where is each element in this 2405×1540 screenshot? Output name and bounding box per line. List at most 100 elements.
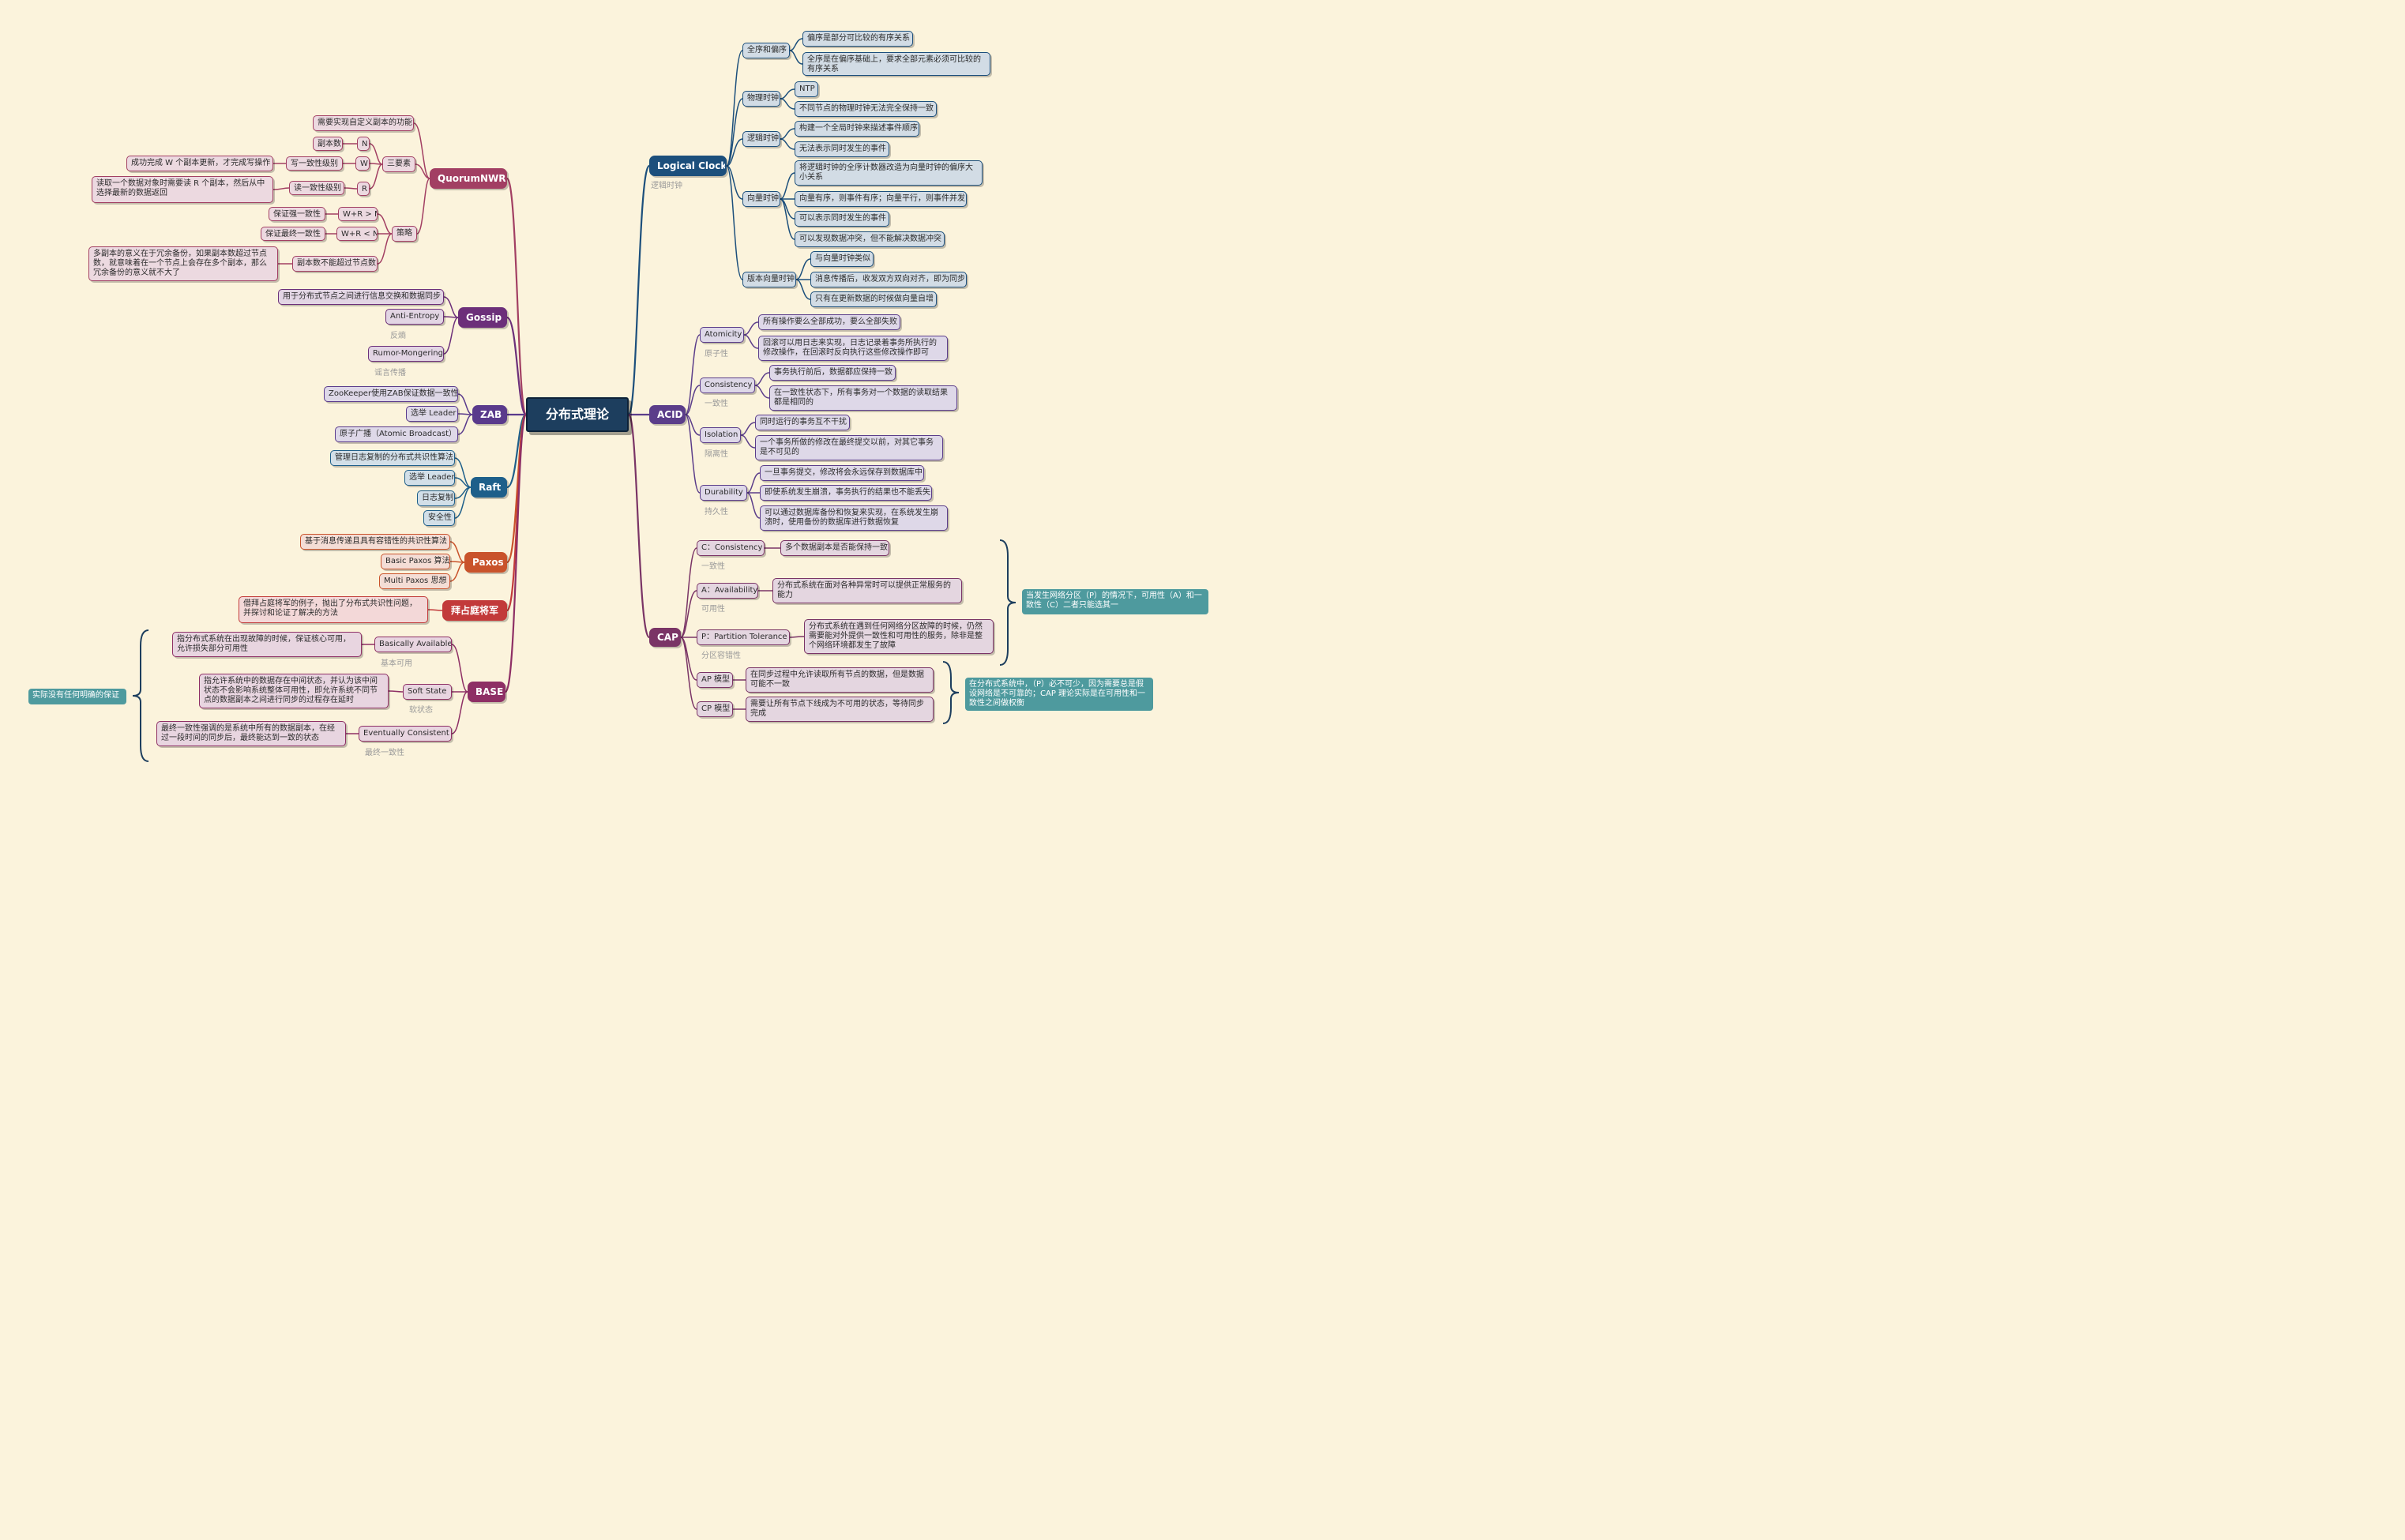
node-ac-3a[interactable]: 同时运行的事务互不干扰 (755, 415, 850, 430)
node-base-2a[interactable]: 指允许系统中的数据存在中间状态，并认为该中间状态不会影响系统整体可用性，即允许系… (199, 674, 389, 708)
node-center[interactable]: 分布式理论 (526, 397, 629, 432)
node-lc-note[interactable]: 逻辑时钟 (651, 182, 682, 190)
node-base-2n[interactable]: 软状态 (409, 706, 433, 715)
node-px-2[interactable]: Basic Paxos 算法 (381, 554, 450, 569)
node-lc-3[interactable]: 逻辑时钟 (742, 131, 780, 147)
node-cap-4a[interactable]: 在同步过程中允许读取所有节点的数据，但是数据可能不一致 (746, 667, 934, 693)
node-zab-1[interactable]: ZooKeeper使用ZAB保证数据一致性 (324, 386, 458, 402)
node-cap-sum2[interactable]: 在分布式系统中，（P）必不可少，因为需要总是假设网络是不可靠的；CAP 理论实际… (965, 678, 1153, 711)
node-lc-4[interactable]: 向量时钟 (742, 191, 780, 207)
node-ac-2n[interactable]: 一致性 (705, 400, 728, 408)
node-qn-2[interactable]: 三要素 (382, 156, 415, 172)
node-lc-3a[interactable]: 构建一个全局时钟来描述事件顺序 (795, 121, 919, 137)
node-base[interactable]: BASE (468, 682, 505, 702)
node-cap-2a[interactable]: 分布式系统在面对各种异常时可以提供正常服务的能力 (772, 578, 962, 603)
node-lc-4b[interactable]: 向量有序，则事件有序；向量平行，则事件并发 (795, 191, 967, 207)
node-gs[interactable]: Gossip (458, 307, 507, 328)
node-qn-3c[interactable]: 副本数不能超过节点数 (292, 256, 378, 272)
node-qn-2Na[interactable]: 副本数 (313, 137, 343, 151)
node-px-1[interactable]: 基于消息传递且具有容错性的共识性算法 (300, 534, 450, 550)
node-cap-2n[interactable]: 可用性 (701, 605, 725, 614)
node-bz[interactable]: 拜占庭将军 (442, 600, 507, 621)
node-px[interactable]: Paxos (464, 552, 507, 573)
node-cap-1[interactable]: C：Consistency (697, 540, 765, 556)
node-gs-2n[interactable]: 反熵 (390, 332, 406, 340)
node-ac-4c[interactable]: 可以通过数据库备份和恢复来实现，在系统发生崩溃时，使用备份的数据库进行数据恢复 (760, 505, 948, 531)
node-lc-1[interactable]: 全序和偏序 (742, 43, 790, 58)
node-raft-2[interactable]: 选举 Leader (404, 470, 455, 486)
node-raft-4[interactable]: 安全性 (423, 510, 455, 526)
node-qn-3a1[interactable]: 保证强一致性 (269, 207, 325, 221)
node-qn-1[interactable]: 需要实现自定义副本的功能 (313, 115, 414, 131)
node-lc-5a[interactable]: 与向量时钟类似 (810, 251, 874, 267)
node-cap-4[interactable]: AP 模型 (697, 672, 733, 688)
node-gs-3n[interactable]: 谣言传播 (374, 369, 406, 377)
node-cap-1a[interactable]: 多个数据副本是否能保持一致 (780, 540, 889, 556)
node-base-1a[interactable]: 指分布式系统在出现故障的时候，保证核心可用，允许损失部分可用性 (172, 632, 362, 657)
node-lc-4c[interactable]: 可以表示同时发生的事件 (795, 211, 889, 227)
node-gs-1[interactable]: 用于分布式节点之间进行信息交换和数据同步 (278, 289, 444, 305)
node-cap[interactable]: CAP (649, 628, 681, 647)
node-ac-3n[interactable]: 隔离性 (705, 450, 728, 459)
node-ac-1n[interactable]: 原子性 (705, 350, 728, 359)
node-qn-3c1[interactable]: 多副本的意义在于冗余备份，如果副本数超过节点数，就意味着在一个节点上会存在多个副… (88, 246, 278, 281)
node-lc-5b[interactable]: 消息传播后，收发双方双向对齐，即为同步 (810, 272, 967, 287)
node-qn-2Wb[interactable]: 成功完成 W 个副本更新，才完成写操作 (126, 156, 273, 171)
node-zab[interactable]: ZAB (472, 405, 507, 424)
node-lc-2a[interactable]: NTP (795, 81, 818, 97)
node-acid[interactable]: ACID (649, 405, 686, 424)
node-base-1[interactable]: Basically Available (374, 637, 452, 652)
node-qn-3b1[interactable]: 保证最终一致性 (261, 227, 325, 241)
node-ac-4a[interactable]: 一旦事务提交，修改将会永远保存到数据库中 (760, 465, 924, 481)
node-lc-3b[interactable]: 无法表示同时发生的事件 (795, 141, 889, 157)
node-ac-2b[interactable]: 在一致性状态下，所有事务对一个数据的读取结果都是相同的 (769, 385, 957, 411)
node-cap-1n[interactable]: 一致性 (701, 562, 725, 571)
node-lc-5[interactable]: 版本向量时钟 (742, 272, 796, 287)
node-cap-3n[interactable]: 分区容错性 (701, 652, 741, 660)
node-lc-1b[interactable]: 全序是在偏序基础上，要求全部元素必须可比较的有序关系 (802, 52, 990, 76)
node-qn-2W[interactable]: W (355, 156, 370, 171)
node-base-3a[interactable]: 最终一致性强调的是系统中所有的数据副本，在经过一段时间的同步后，最终能达到一致的… (156, 721, 346, 746)
node-raft-3[interactable]: 日志复制 (417, 490, 455, 506)
node-qn-2Rb[interactable]: 读取一个数据对象时需要读 R 个副本，然后从中选择最新的数据返回 (92, 176, 273, 203)
node-raft-1[interactable]: 管理日志复制的分布式共识性算法 (330, 450, 455, 466)
node-base-1n[interactable]: 基本可用 (381, 659, 412, 668)
node-lc-4d[interactable]: 可以发现数据冲突，但不能解决数据冲突 (795, 231, 945, 247)
node-qn-2R[interactable]: R (357, 182, 370, 196)
node-cap-5[interactable]: CP 模型 (697, 701, 733, 717)
node-lc-2b[interactable]: 不同节点的物理时钟无法完全保持一致 (795, 101, 937, 117)
node-lc[interactable]: Logical Clock (649, 156, 727, 176)
node-qn-2N[interactable]: N (357, 137, 370, 151)
node-lc-5c[interactable]: 只有在更新数据的时候做向量自增 (810, 291, 937, 307)
node-gs-3[interactable]: Rumor-Mongering (368, 346, 444, 362)
node-cap-sum1[interactable]: 当发生网络分区（P）的情况下，可用性（A）和一致性（C）二者只能选其一 (1022, 589, 1208, 614)
node-cap-3a[interactable]: 分布式系统在遇到任何网络分区故障的时候，仍然需要能对外提供一致性和可用性的服务，… (804, 619, 994, 654)
node-base-sum[interactable]: 实际没有任何明确的保证 (28, 689, 126, 704)
node-ac-1[interactable]: Atomicity (700, 327, 744, 343)
node-ac-1a[interactable]: 所有操作要么全部成功，要么全部失败 (758, 314, 900, 330)
node-cap-3[interactable]: P：Partition Tolerance (697, 629, 790, 645)
node-qn-3b[interactable]: W+R < N (336, 227, 378, 241)
node-ac-2[interactable]: Consistency (700, 377, 755, 393)
node-ac-4n[interactable]: 持久性 (705, 508, 728, 516)
node-ac-3b[interactable]: 一个事务所做的修改在最终提交以前，对其它事务是不可见的 (755, 435, 943, 460)
node-lc-1a[interactable]: 偏序是部分可比较的有序关系 (802, 31, 913, 47)
node-lc-2[interactable]: 物理时钟 (742, 91, 780, 107)
node-ac-3[interactable]: Isolation (700, 427, 741, 443)
node-base-3n[interactable]: 最终一致性 (365, 749, 404, 757)
node-base-2[interactable]: Soft State (403, 684, 452, 700)
node-ac-4b[interactable]: 即使系统发生崩溃，事务执行的结果也不能丢失 (760, 485, 932, 501)
node-px-3[interactable]: Multi Paxos 思想 (379, 573, 450, 589)
node-cap-2[interactable]: A：Availability (697, 583, 758, 599)
node-qn-3a[interactable]: W+R > N (338, 207, 378, 221)
node-lc-4a[interactable]: 将逻辑时钟的全序计数器改造为向量时钟的偏序大小关系 (795, 160, 983, 186)
node-zab-3[interactable]: 原子广播（Atomic Broadcast） (335, 426, 458, 442)
node-base-3[interactable]: Eventually Consistent (359, 726, 452, 742)
node-qn-3[interactable]: 策略 (392, 226, 417, 242)
node-bz-1[interactable]: 借拜占庭将军的例子，抛出了分布式共识性问题，并探讨和论证了解决的方法 (239, 596, 428, 623)
node-ac-4[interactable]: Durability (700, 485, 747, 501)
node-raft[interactable]: Raft (471, 477, 507, 498)
node-cap-5a[interactable]: 需要让所有节点下线成为不可用的状态，等待同步完成 (746, 697, 934, 722)
node-gs-2[interactable]: Anti-Entropy (385, 309, 444, 325)
node-qn-2Wa[interactable]: 写一致性级别 (286, 156, 343, 171)
